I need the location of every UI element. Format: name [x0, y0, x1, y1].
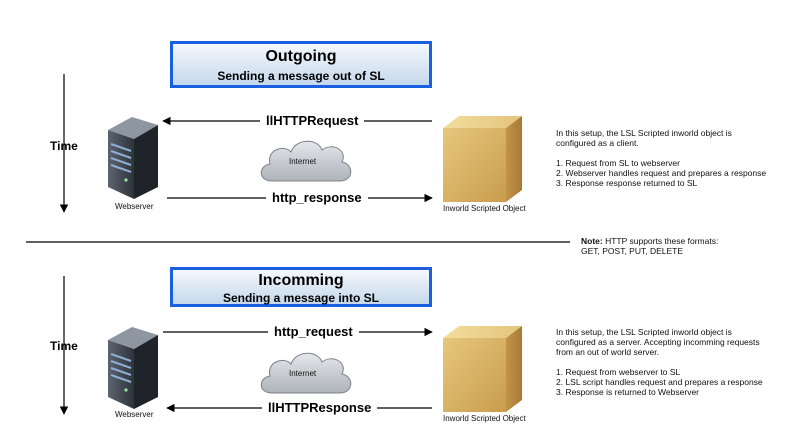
incoming-title-box: Incomming Sending a message into SL [170, 267, 432, 307]
description-line: configured as a client. [556, 138, 639, 148]
scripted-object-cube-icon [443, 326, 522, 412]
note-formats: GET, POST, PUT, DELETE [581, 246, 684, 256]
outgoing-title: Outgoing [265, 48, 337, 65]
outgoing-subtitle: Sending a message out of SL [217, 69, 385, 83]
outgoing-top-arrow-label: llHTTPRequest [260, 113, 365, 128]
description-line: In this setup, the LSL Scripted inworld … [556, 327, 732, 337]
note-label: Note: [581, 236, 603, 246]
description-step: 3. Response response returned to SL [556, 178, 698, 188]
description-step: 1. Request from SL to webserver [556, 158, 680, 168]
scripted-object-cube-icon [443, 116, 522, 202]
description-line: from an out of world server. [556, 347, 659, 357]
outgoing-cloud-label: Internet [289, 157, 317, 166]
description-step: 2. Webserver handles request and prepare… [556, 168, 767, 178]
incoming-subtitle: Sending a message into SL [222, 291, 380, 305]
description-line: configured as a server. Accepting incomm… [556, 337, 760, 347]
incoming-description: In this setup, the LSL Scripted inworld … [556, 327, 763, 397]
incoming-top-arrow-label: http_request [268, 324, 359, 339]
description-step: 2. LSL script handles request and prepar… [556, 377, 763, 387]
outgoing-title-box: Outgoing Sending a message out of SL [170, 41, 432, 88]
outgoing-server-label: Webserver [115, 202, 154, 211]
server-icon [108, 327, 158, 409]
internet-cloud-icon [260, 352, 352, 394]
outgoing-description: In this setup, the LSL Scripted inworld … [556, 128, 766, 188]
outgoing-object-label: Inworld Scripted Object [443, 204, 526, 213]
incoming-title: Incomming [258, 272, 344, 289]
description-step: 1. Request from webserver to SL [556, 367, 681, 377]
incoming-bottom-arrow-label: llHTTPResponse [262, 400, 378, 415]
incoming-cloud-label: Internet [289, 369, 317, 378]
server-icon [108, 117, 158, 199]
incoming-server-label: Webserver [115, 410, 154, 419]
note-text: HTTP supports these formats: [602, 236, 719, 246]
description-step: 3. Response is returned to Webserver [556, 387, 699, 397]
outgoing-bottom-arrow-label: http_response [266, 190, 368, 205]
outgoing-time-label: Time [50, 139, 78, 153]
http-note: Note: HTTP supports these formats: GET, … [581, 236, 718, 256]
description-line: In this setup, the LSL Scripted inworld … [556, 128, 732, 138]
incoming-object-label: Inworld Scripted Object [443, 414, 526, 423]
incoming-time-label: Time [50, 339, 78, 353]
internet-cloud-icon [260, 140, 352, 182]
